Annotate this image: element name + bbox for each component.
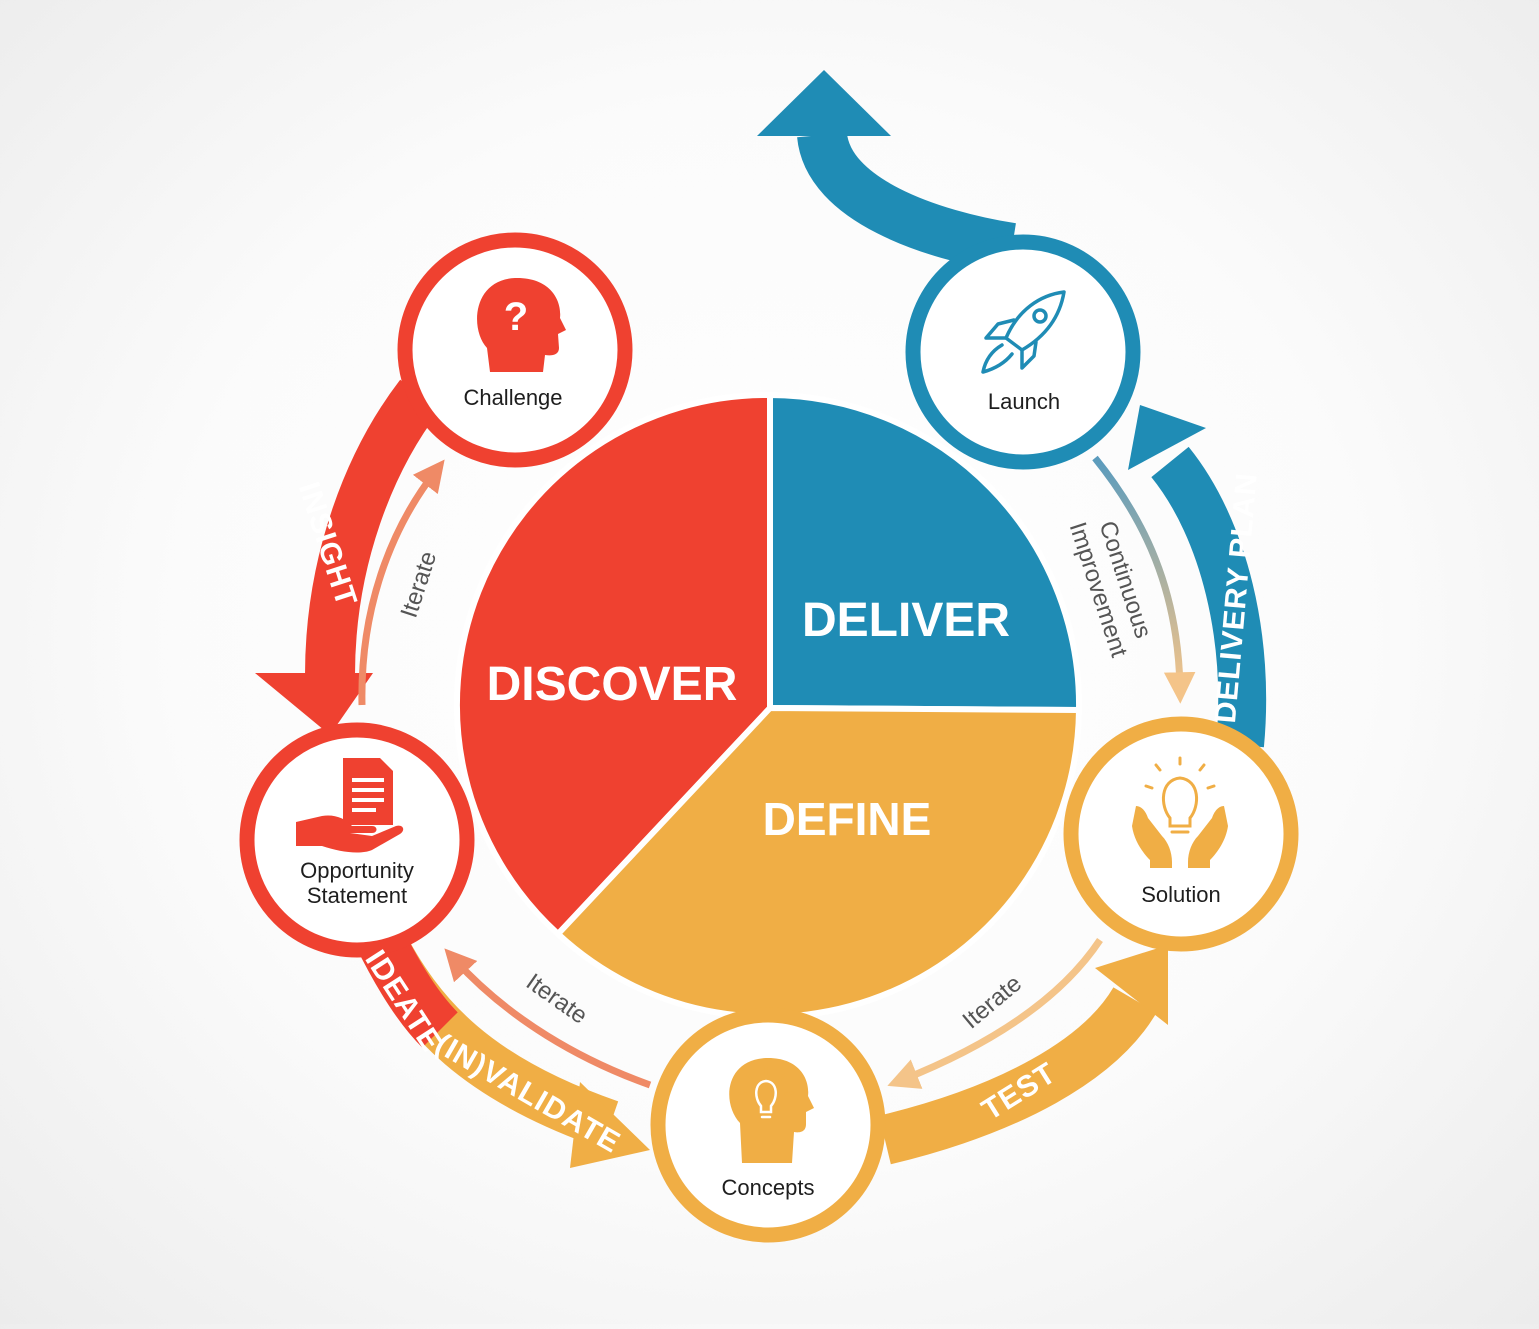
pie-define [555, 705, 1082, 1020]
phase-pie [453, 391, 1083, 1020]
label-discover: DISCOVER [487, 658, 738, 711]
label-opportunity-line2: Statement [307, 883, 407, 908]
delivery-plan-arrow [1128, 405, 1267, 748]
test-arrow [879, 945, 1168, 1165]
label-solution: Solution [1141, 882, 1221, 907]
document-hand-icon [296, 758, 404, 853]
continuous-improvement-arrow [1092, 455, 1196, 704]
iterate-bottom-left-arrow [444, 948, 652, 1089]
label-launch: Launch [988, 389, 1060, 414]
head-lightbulb-icon [729, 1057, 814, 1163]
pie-deliver [767, 392, 1083, 713]
label-deliver: DELIVER [802, 594, 1010, 647]
label-iterate-bottom-left: Iterate [521, 968, 592, 1029]
iterate-bottom-right-arrow [887, 938, 1103, 1089]
iterate-left-arrow [358, 459, 445, 706]
label-iterate-left: Iterate [396, 548, 443, 621]
node-concepts: Concepts [650, 1007, 886, 1243]
rocket-icon [981, 290, 1066, 374]
label-concepts: Concepts [722, 1175, 815, 1200]
label-define: DEFINE [763, 793, 932, 845]
node-launch: Launch [905, 234, 1141, 470]
node-challenge: ? Challenge [397, 232, 633, 468]
pie-discover [453, 391, 773, 937]
head-question-icon: ? [477, 277, 566, 372]
node-opportunity-statement: Opportunity Statement [239, 722, 475, 958]
label-challenge: Challenge [463, 385, 562, 410]
label-opportunity-line1: Opportunity [300, 858, 414, 883]
node-solution: Solution [1063, 716, 1299, 952]
hands-lightbulb-icon [1132, 756, 1228, 868]
svg-text:?: ? [504, 295, 528, 339]
insight-arrow [255, 379, 440, 735]
launch-arrow [757, 70, 1017, 273]
